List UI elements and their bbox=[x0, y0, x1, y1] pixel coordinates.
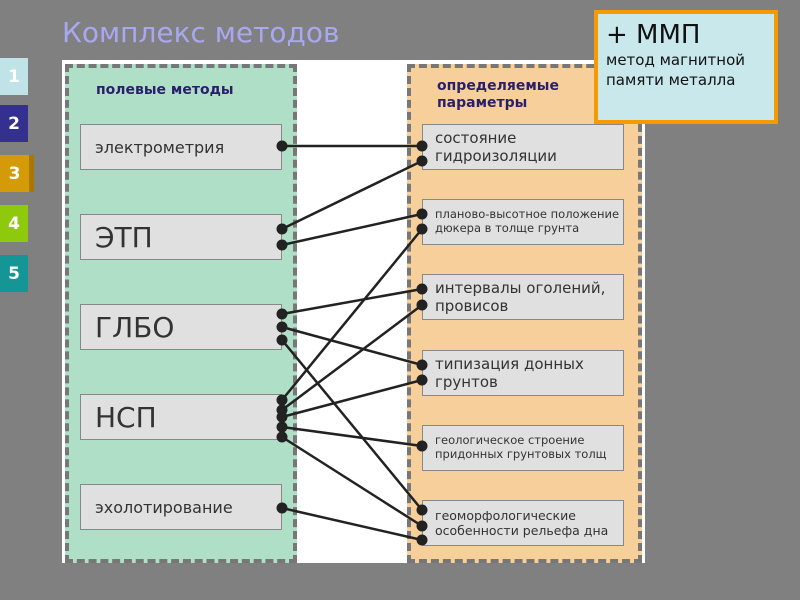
connection-line bbox=[281, 159, 423, 231]
connector-dot bbox=[276, 431, 288, 443]
method-box: ЭТП bbox=[80, 214, 282, 260]
connector-dot bbox=[416, 504, 428, 516]
parameter-box: геологическое строение придонных грунтов… bbox=[422, 425, 624, 471]
nav-tab-5[interactable]: 5 bbox=[0, 255, 28, 292]
connector-dot bbox=[276, 394, 288, 406]
parameters-header: определяемые параметры bbox=[437, 78, 559, 111]
method-box: НСП bbox=[80, 394, 282, 440]
parameter-box: геоморфологические особенности рельефа д… bbox=[422, 500, 624, 546]
connector-dot bbox=[416, 140, 428, 152]
connector-dot bbox=[276, 308, 288, 320]
connector-dot bbox=[276, 502, 288, 514]
nav-tab-4[interactable]: 4 bbox=[0, 205, 28, 242]
connector-dot bbox=[276, 421, 288, 433]
connection-line bbox=[281, 339, 423, 511]
connector-dot bbox=[276, 140, 288, 152]
parameter-box: типизация донных грунтов bbox=[422, 350, 624, 396]
connection-line bbox=[281, 378, 423, 419]
connector-dot bbox=[416, 534, 428, 546]
methods-header: полевые методы bbox=[96, 82, 234, 98]
connector-dot bbox=[416, 155, 428, 167]
callout-title: + ММП bbox=[606, 20, 701, 50]
mmp-callout: + ММП метод магнитной памяти металла bbox=[594, 10, 778, 124]
connector-dot bbox=[416, 283, 428, 295]
method-box: эхолотирование bbox=[80, 484, 282, 530]
connector-dot bbox=[416, 299, 428, 311]
parameter-box: планово-высотное положение дюкера в толщ… bbox=[422, 199, 624, 245]
connector-dot bbox=[416, 440, 428, 452]
connection-line bbox=[281, 228, 423, 401]
connector-dot bbox=[276, 239, 288, 251]
connector-dot bbox=[276, 334, 288, 346]
connection-line bbox=[281, 287, 423, 316]
nav-tab-1[interactable]: 1 bbox=[0, 58, 28, 95]
parameter-box: состояние гидроизоляции bbox=[422, 124, 624, 170]
connection-line bbox=[281, 212, 423, 247]
callout-text: метод магнитной памяти металла bbox=[606, 51, 746, 89]
connector-dot bbox=[416, 520, 428, 532]
method-box: электрометрия bbox=[80, 124, 282, 170]
slide-title: Комплекс методов bbox=[62, 16, 340, 49]
connector-dot bbox=[276, 411, 288, 423]
parameter-box: интервалы оголений, провисов bbox=[422, 274, 624, 320]
connection-line bbox=[281, 435, 423, 528]
nav-tab-3[interactable]: 3 bbox=[0, 155, 34, 192]
connection-line bbox=[281, 304, 423, 411]
connection-line bbox=[281, 425, 423, 448]
connection-line bbox=[281, 325, 423, 367]
connector-dot bbox=[416, 223, 428, 235]
connector-dot bbox=[276, 321, 288, 333]
connector-dot bbox=[416, 208, 428, 220]
connector-dot bbox=[416, 374, 428, 386]
method-box: ГЛБО bbox=[80, 304, 282, 350]
connector-dot bbox=[276, 223, 288, 235]
connection-line bbox=[281, 506, 423, 542]
connector-dot bbox=[416, 359, 428, 371]
nav-tab-2[interactable]: 2 bbox=[0, 105, 28, 142]
